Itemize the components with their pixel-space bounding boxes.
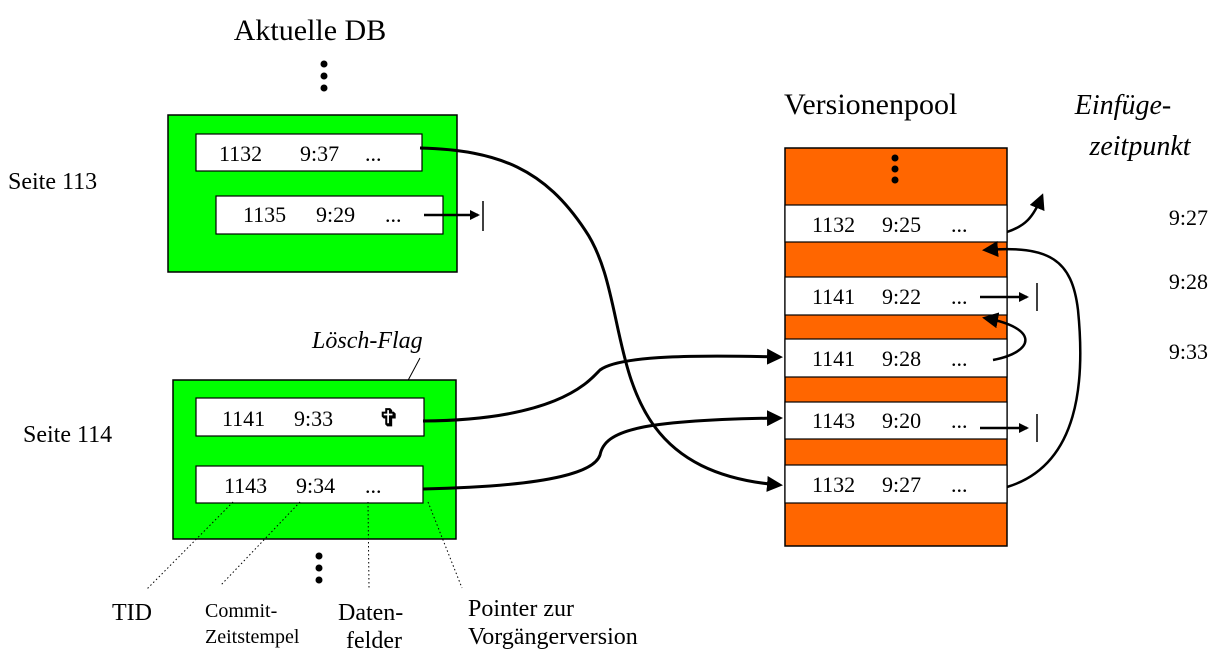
record-1132-937 (195, 133, 423, 172)
record-1143-934 (195, 465, 424, 504)
insert-time-value: 9:33 (1169, 339, 1208, 364)
record-1135-929-text: 1135 9:29 ... (243, 202, 402, 227)
pool-record-1143-920 (784, 401, 1008, 440)
pool-record-1132-925-text: 1132 9:25 ... (812, 212, 968, 237)
legend-data-line2: felder (346, 628, 402, 654)
legend-tid: TID (112, 600, 152, 626)
vertical-ellipsis-icon (891, 154, 899, 184)
delete-flag-label: Lösch-Flag (311, 328, 423, 354)
vertical-ellipsis-icon (320, 60, 328, 92)
insert-time-value: 9:27 (1169, 205, 1208, 230)
record-1135-929 (215, 195, 444, 235)
insert-time-header-line2: zeitpunkt (1088, 131, 1191, 162)
pool-record-1132-927 (784, 464, 1008, 504)
version-pool-title: Versionenpool (784, 88, 957, 121)
pointer-1143-934-to-pool-arrow (422, 410, 783, 491)
pointer-1132-927-to-925-arrow (982, 241, 1082, 489)
legend-commit-line2: Zeitstempel (205, 626, 300, 648)
page-114-label: Seite 114 (23, 422, 112, 448)
record-1141-933-text: 1141 9:33 (222, 406, 333, 431)
vertical-ellipsis-icon (315, 552, 323, 584)
pool-record-1143-920-text: 1143 9:20 ... (812, 408, 968, 433)
record-1143-934-text: 1143 9:34 ... (224, 473, 382, 498)
pool-record-1141-928 (784, 338, 1008, 378)
pool-record-1132-927-text: 1132 9:27 ... (812, 472, 968, 497)
pool-record-1141-922 (784, 276, 1008, 316)
legend-commit-line1: Commit- (205, 600, 277, 622)
pointer-1141-933-to-pool-arrow (422, 348, 783, 423)
page-113-label: Seite 113 (8, 169, 97, 195)
current-db-title: Aktuelle DB (234, 14, 386, 47)
pointer-to-older-version-arrow (1006, 193, 1045, 234)
delete-flag-cross-icon: ✞ (379, 406, 399, 432)
record-1141-933 (195, 397, 425, 437)
pool-record-1141-928-text: 1141 9:28 ... (812, 346, 968, 371)
pool-record-1141-922-text: 1141 9:22 ... (812, 284, 968, 309)
pool-record-1132-925 (784, 204, 1008, 243)
pointer-1141-928-to-922-arrow (982, 312, 1027, 362)
legend-data-line1: Daten- (338, 600, 403, 626)
insert-time-value: 9:28 (1169, 269, 1208, 294)
legend-pointer-line2: Vorgängerversion (468, 624, 638, 650)
legend-leaders (145, 501, 463, 591)
pointer-1132-937-to-pool-arrow (419, 146, 783, 492)
insert-time-header-line1: Einfüge- (1074, 90, 1171, 121)
legend-pointer-line1: Pointer zur (468, 596, 574, 622)
record-1132-937-text: 1132 9:37 ... (219, 141, 382, 166)
